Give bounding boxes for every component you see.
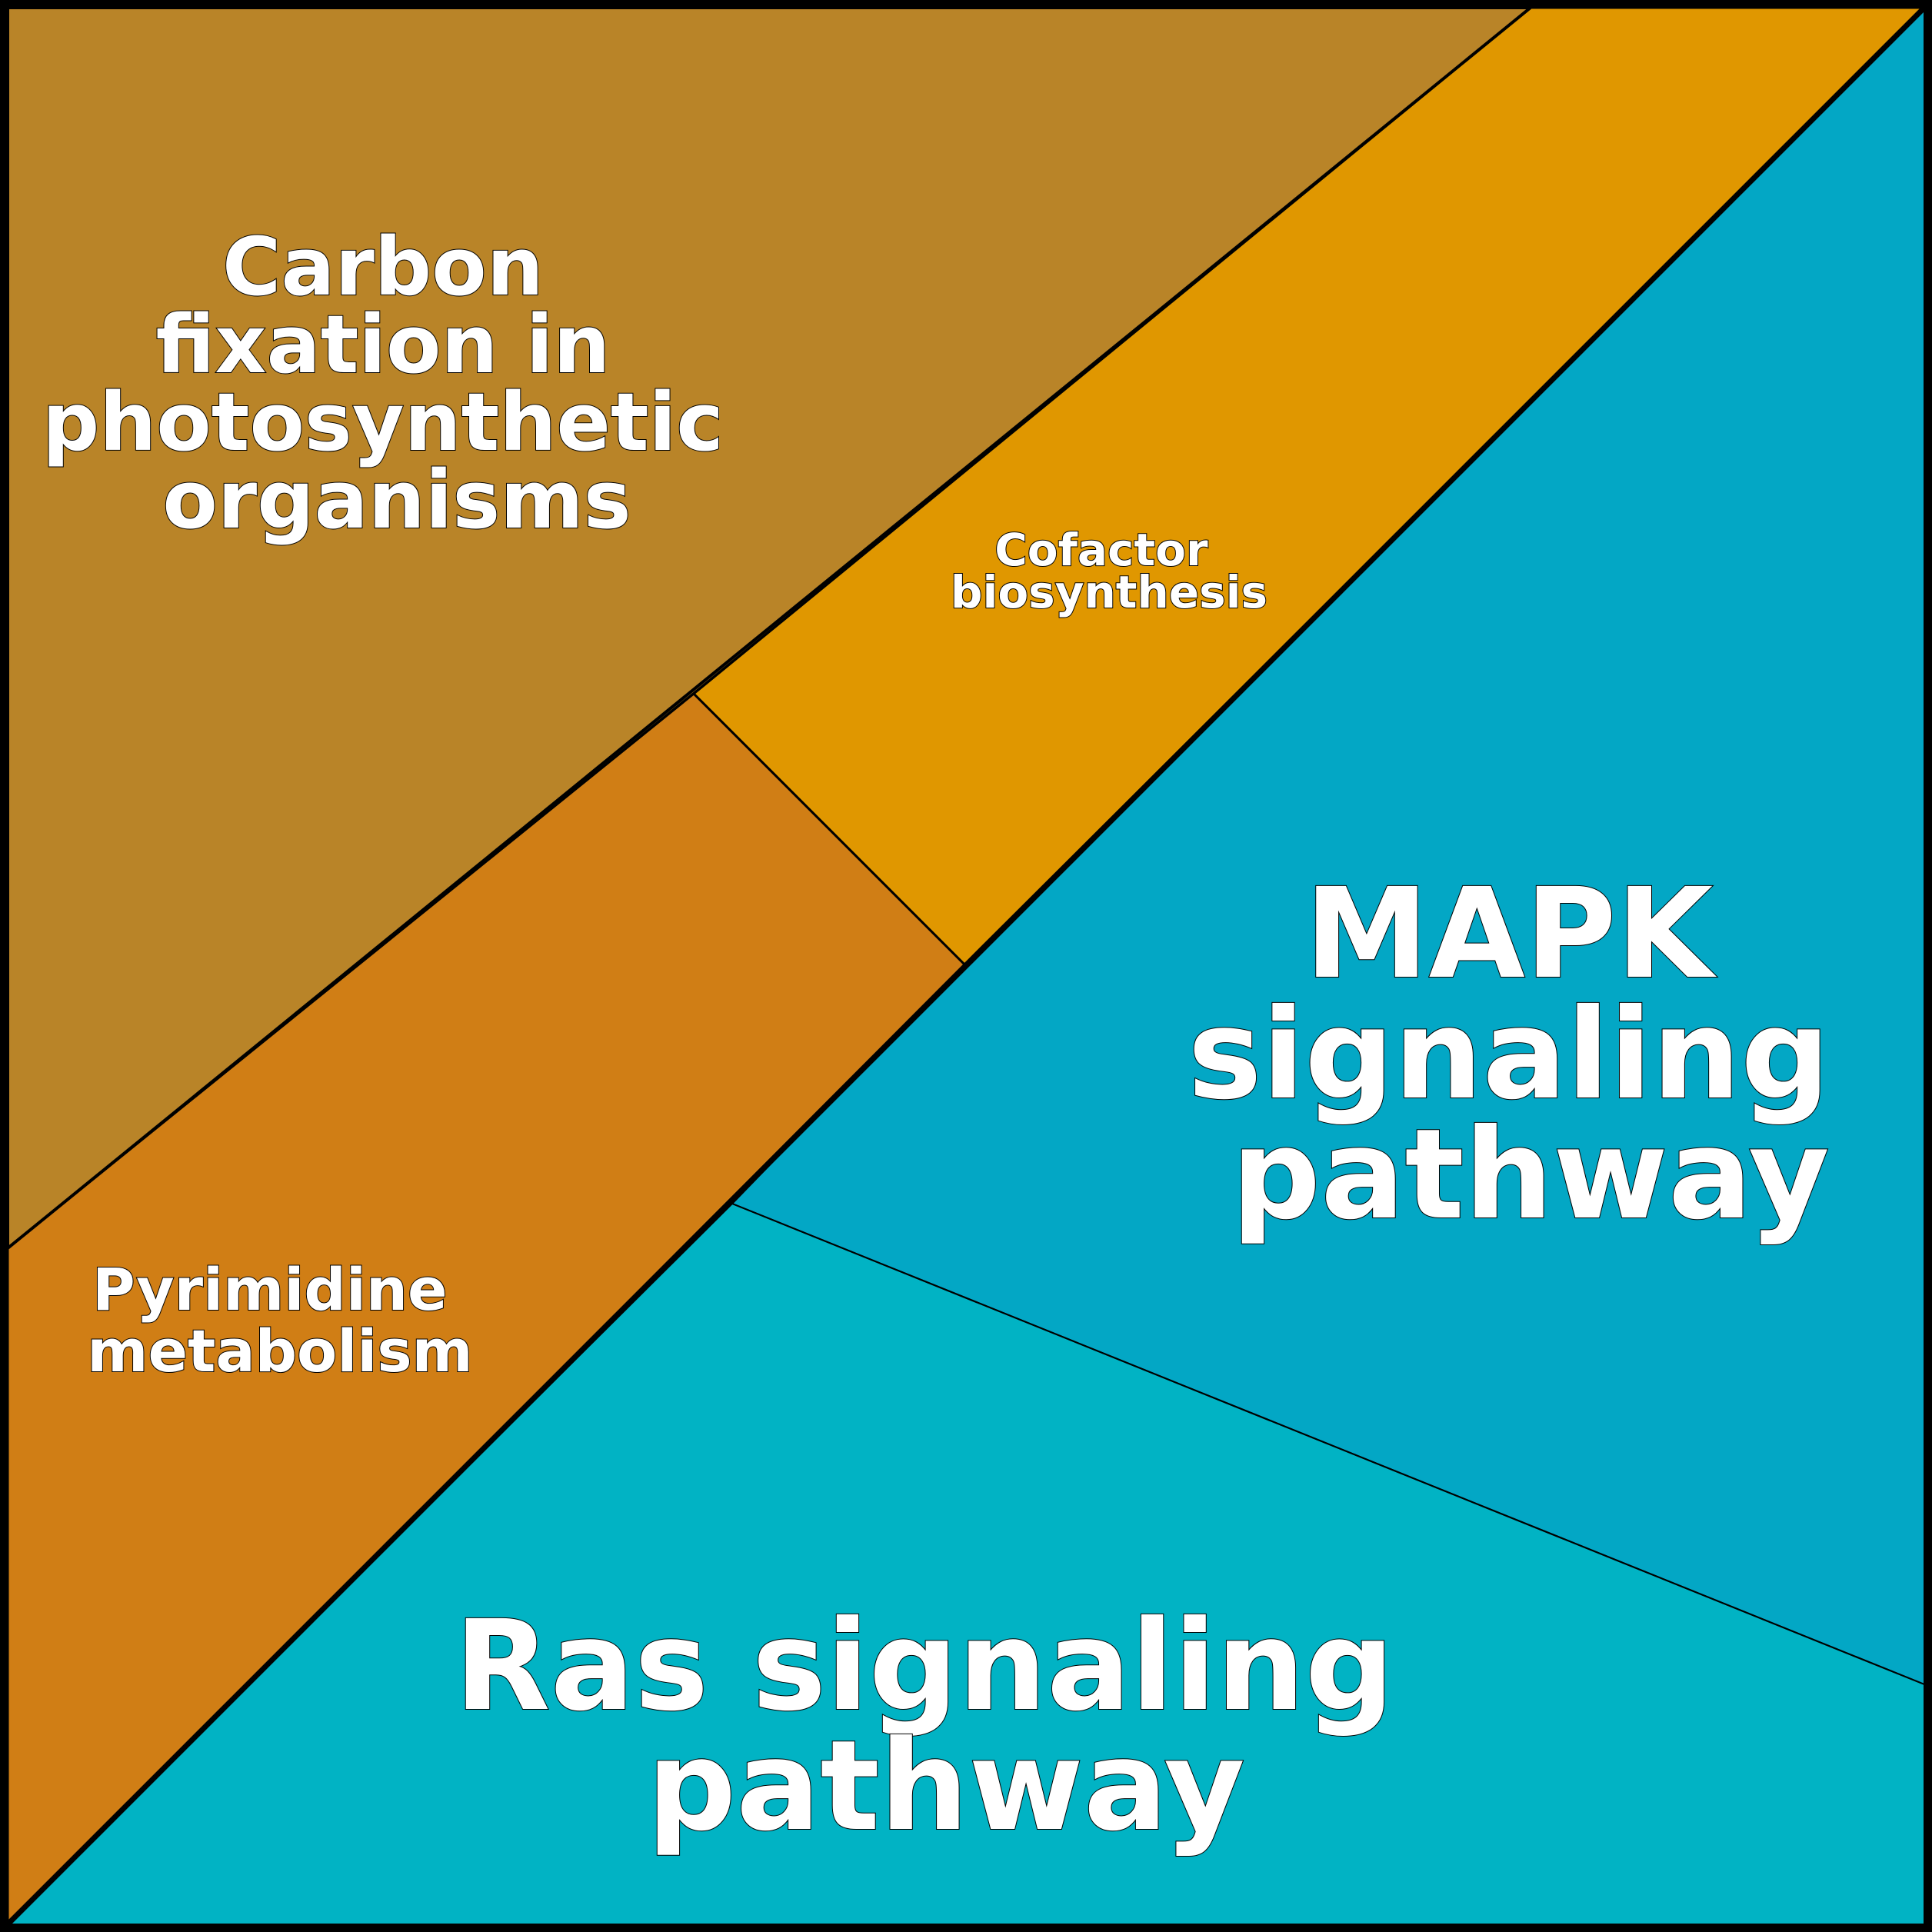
label-cofactor-line: biosynthesis (951, 566, 1267, 618)
label-cofactor-line: Cofactor (994, 524, 1208, 576)
label-mapk-line: pathway (1231, 1103, 1830, 1247)
label-mapk-line: signaling (1188, 983, 1830, 1128)
divider-diagonal (5, 5, 1927, 1927)
label-pyrimidine-line: Pyrimidine (92, 1255, 448, 1324)
label-carbon-line: Carbon (222, 220, 544, 314)
label-cofactor: Cofactor biosynthesis (951, 524, 1267, 618)
divider-cofactor-pyrimidine (693, 693, 965, 965)
label-ras-line: Ras signaling (455, 1594, 1394, 1739)
label-pyrimidine-line: metabolism (87, 1317, 473, 1385)
divider-mapk-ras (731, 1203, 1925, 1685)
label-mapk-line: MAPK (1304, 862, 1717, 1007)
label-carbon: Carbon fixation in photosynthetic organi… (42, 220, 751, 547)
label-pyrimidine: Pyrimidine metabolism (87, 1255, 473, 1385)
label-ras: Ras signaling pathway (455, 1594, 1437, 1859)
label-carbon-line: organisms (162, 453, 631, 547)
label-ras-line: pathway (647, 1714, 1245, 1859)
label-mapk: MAPK signaling pathway (1188, 862, 1873, 1247)
divider-carbon (6, 6, 1532, 1250)
label-carbon-line: photosynthetic (42, 375, 724, 469)
label-carbon-line: fixation in (155, 298, 610, 391)
